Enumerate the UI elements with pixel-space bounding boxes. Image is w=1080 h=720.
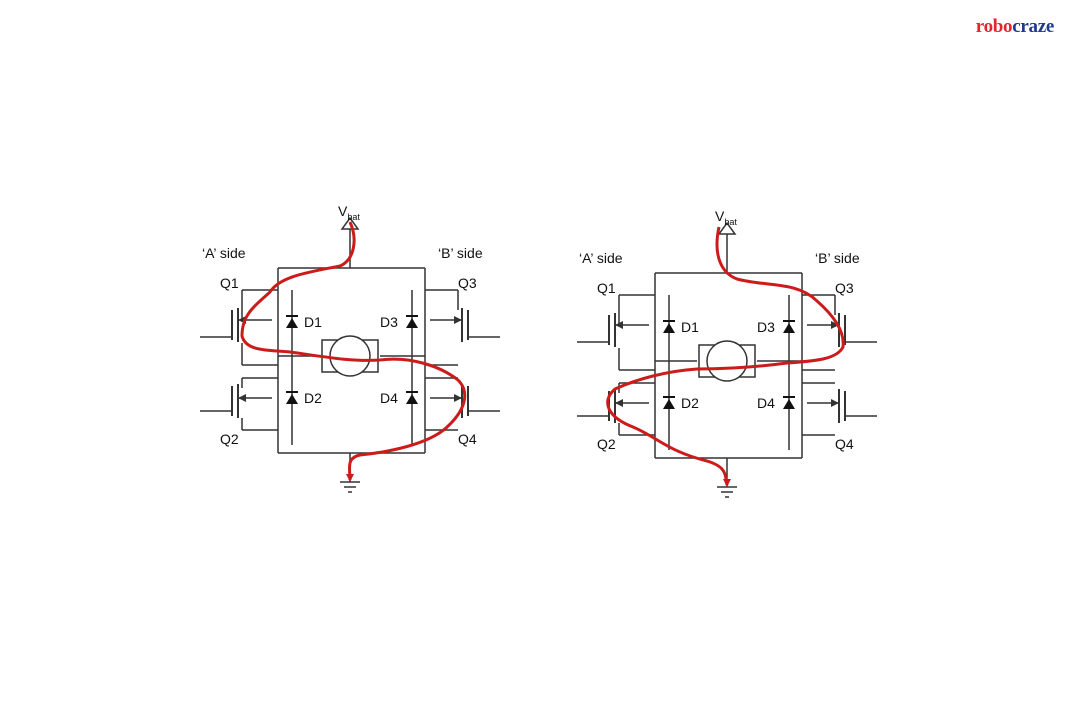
q1-label: Q1 [597, 280, 616, 296]
q4-label: Q4 [835, 436, 854, 452]
d3-label: D3 [380, 314, 398, 330]
current-path-q1-q4 [240, 221, 467, 481]
side-b-label: ‘B’ side [438, 245, 483, 261]
d2-label: D2 [304, 390, 322, 406]
d3-label: D3 [757, 319, 775, 335]
brand-logo-part2: craze [1012, 16, 1054, 37]
brand-logo: robocraze [975, 16, 1055, 38]
brand-logo-part1: robo [975, 16, 1013, 37]
d4-label: D4 [380, 390, 398, 406]
vbat-label: Vbat [338, 203, 360, 222]
side-a-label: ‘A’ side [202, 245, 246, 261]
side-a-label: ‘A’ side [579, 250, 623, 266]
q4-label: Q4 [458, 431, 477, 447]
h-bridge-left: Vbat ‘A’ side ‘B’ side Q1 Q2 Q3 Q4 D1 D2… [199, 203, 501, 493]
d2-label: D2 [681, 395, 699, 411]
side-b-label: ‘B’ side [815, 250, 860, 266]
q3-label: Q3 [835, 280, 854, 296]
q1-label: Q1 [220, 275, 239, 291]
current-path-q3-q2 [606, 226, 845, 486]
q3-label: Q3 [458, 275, 477, 291]
d1-label: D1 [681, 319, 699, 335]
h-bridge-right: Vbat ‘A’ side ‘B’ side Q1 Q2 Q3 Q4 D1 D2… [576, 208, 878, 498]
d1-label: D1 [304, 314, 322, 330]
vbat-label: Vbat [715, 208, 737, 227]
q2-label: Q2 [597, 436, 616, 452]
q2-label: Q2 [220, 431, 239, 447]
d4-label: D4 [757, 395, 775, 411]
